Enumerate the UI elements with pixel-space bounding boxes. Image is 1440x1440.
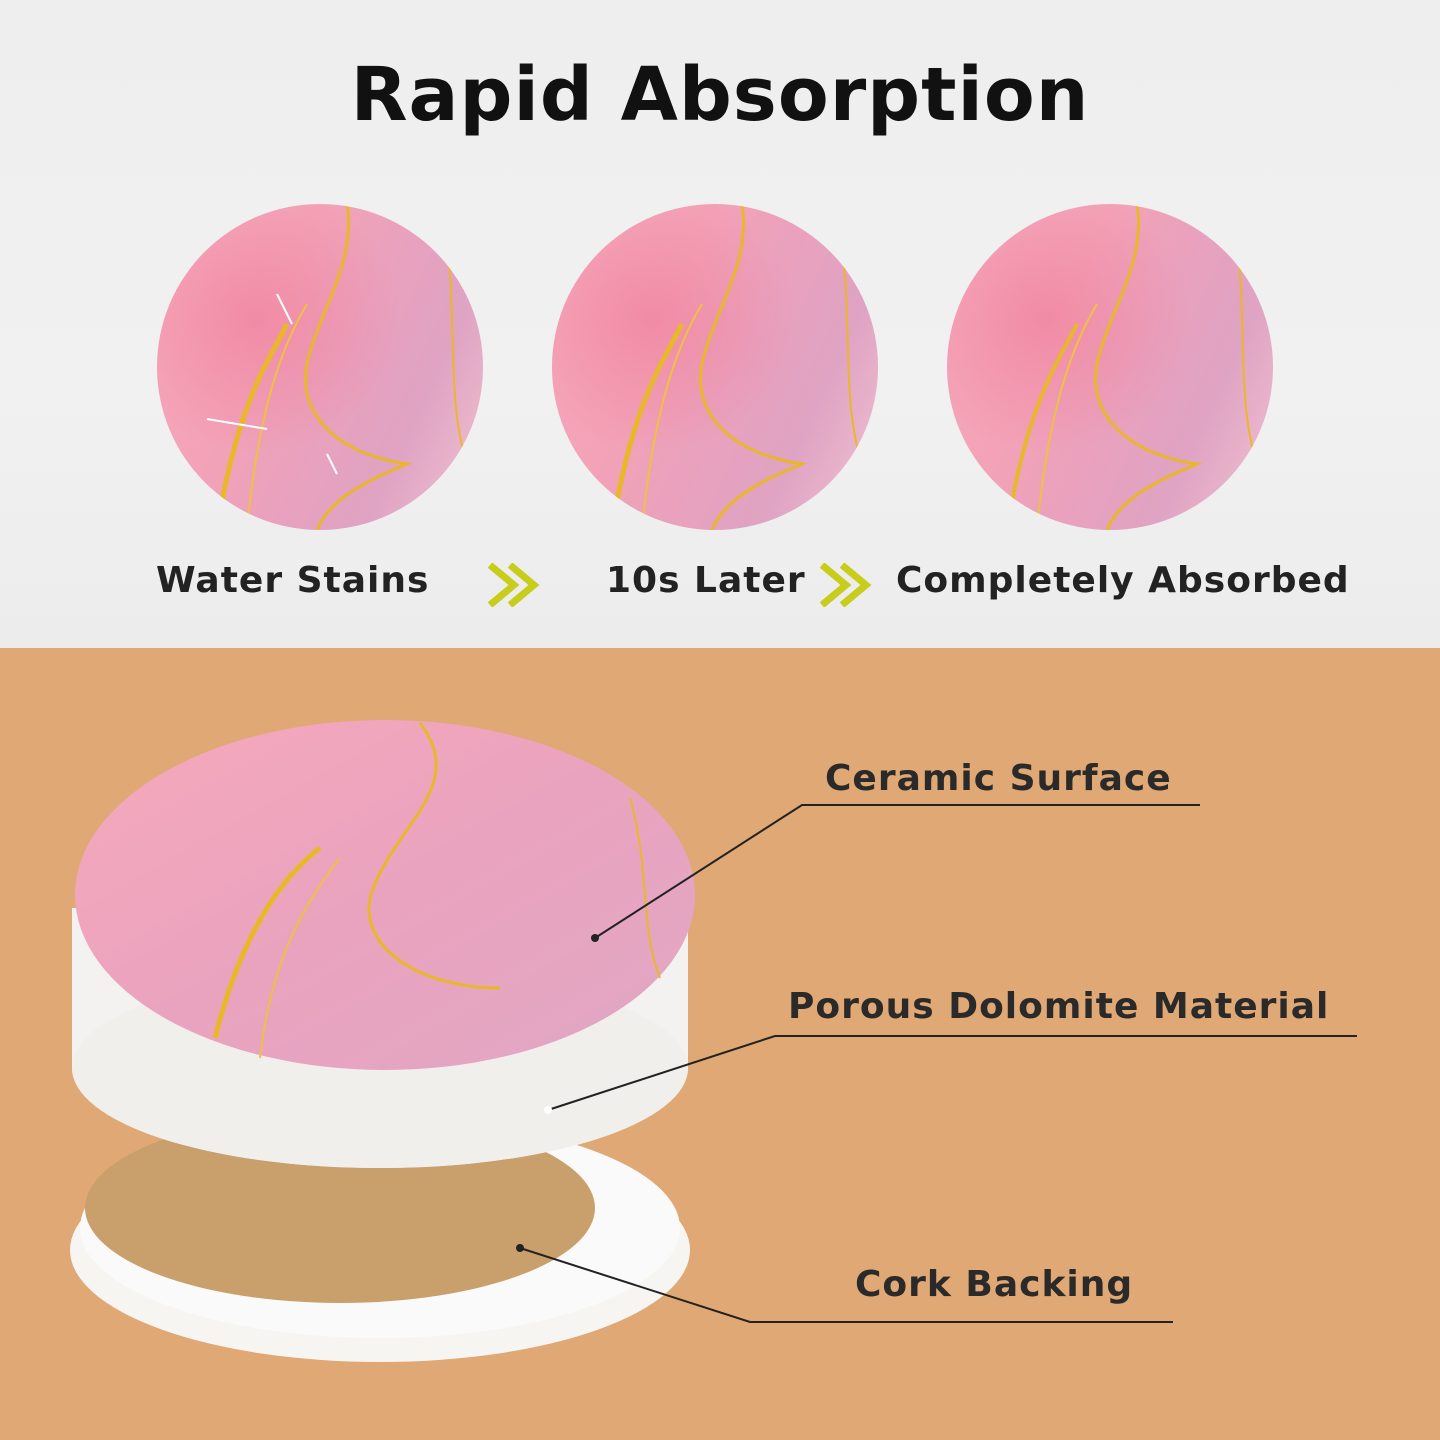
coaster-layers-illustration [70, 720, 1357, 1362]
callout-lines [516, 804, 1357, 1323]
double-chevron-right-icon [819, 563, 872, 607]
step-label-water-stains: Water Stains [156, 560, 430, 601]
page-title: Rapid Absorption [350, 52, 1090, 138]
marble-pattern [1005, 204, 1258, 530]
marble-pattern [206, 204, 468, 530]
layer-label-ceramic-surface: Ceramic Surface [825, 758, 1172, 799]
marble-pattern [609, 204, 863, 530]
double-chevron-right-icon [487, 563, 540, 607]
coaster-completely-absorbed [947, 204, 1273, 530]
layer-label-cork-backing: Cork Backing [855, 1264, 1134, 1305]
step-label-10s-later: 10s Later [606, 560, 806, 601]
coaster-water-stains [157, 204, 483, 530]
step-label-completely-absorbed: Completely Absorbed [896, 560, 1350, 601]
coaster-10s-later [552, 204, 878, 530]
ceramic-layer [75, 720, 695, 1070]
layer-label-porous-dolomite: Porous Dolomite Material [788, 986, 1330, 1027]
